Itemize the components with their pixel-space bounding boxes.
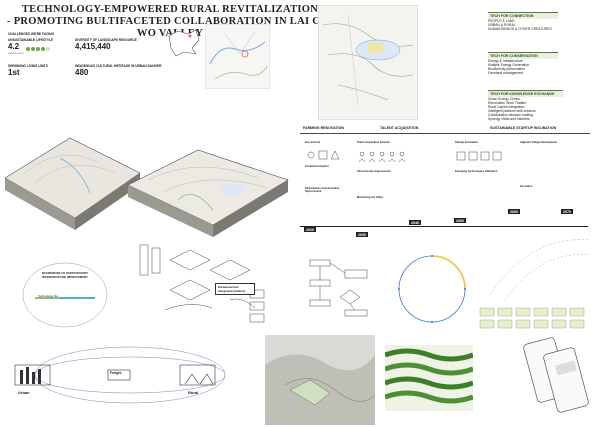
list-item: Biodiversity preservation (488, 67, 525, 71)
stat-value: 4,415,440 (75, 42, 111, 51)
stat-value: 1st (8, 68, 20, 77)
list-item: URBAN & RURAL (488, 23, 516, 27)
urban-label: Urban (18, 390, 30, 395)
dot-icon (26, 47, 30, 51)
tech-connection-box: TECH FOR CONNECTION PEOPLE & LAND URBAN … (488, 12, 558, 31)
phase1-item: Participatory Interdiscipline Improvemen… (305, 187, 340, 193)
phase3-item: Startup Incubation (455, 141, 478, 144)
list-item: Renovation Work Tradies (488, 101, 527, 105)
framework-heading: FRAMEWORK OF PARTICIPATORY INTERDISCIPLI… (41, 271, 89, 279)
aerial-site-map (318, 5, 418, 120)
dot-icon (31, 47, 35, 51)
list-item: Multiple Energy Generation (488, 63, 530, 67)
technology-label: Technology Ne... (38, 294, 61, 298)
list-item: Rural Capital Integration (488, 105, 525, 109)
year-marker: 2020 (304, 227, 316, 232)
terrain-model-right (127, 149, 289, 237)
startup-icons (456, 151, 502, 161)
list-item: Intelligent platform with creators (488, 109, 536, 113)
flow-diagram (309, 259, 368, 317)
building-fan-diagram (479, 239, 591, 329)
phase1-item: Farmland Adoption (305, 165, 329, 168)
platform-diagram (139, 244, 265, 323)
stat-living-units: SHRINKING LIVING UNITS 1st (8, 64, 48, 77)
tech-connection-heading: TECH FOR CONNECTION (488, 13, 558, 19)
phase3-item: Ecovation (520, 185, 533, 188)
phase-label: TALENT ACQUISITION (380, 126, 419, 130)
phase1-item: Eco-tourism (305, 141, 321, 144)
rural-label: Rural (188, 390, 199, 395)
district-map (205, 24, 270, 89)
terrain-photo (265, 335, 375, 425)
list-item: Urban Energy Clinics (488, 97, 520, 101)
list-item: PEOPLE & LAND (488, 19, 515, 23)
list-item: Synergy Villas and Hamlets (488, 117, 530, 121)
dot-icon (46, 47, 50, 51)
hk-location-map (168, 29, 200, 57)
freight-label: Freight (110, 371, 122, 375)
timeline-axis (300, 226, 588, 228)
phase3-item: Emerging Technologies Utilization (455, 170, 498, 173)
phase-label: SUSTAINABLE STARTUP INCUBATION (490, 126, 557, 130)
title-line-1: TECHNOLOGY-EMPOWERED RURAL REVITALIZATIO… (21, 4, 319, 15)
stat-label: INDIGENOUS CULTURAL HERITAGE IN URBAN DA… (75, 64, 162, 68)
list-item: Farmland management (488, 71, 524, 75)
stat-value: 480 (75, 68, 89, 77)
stat-value: 4.2 (8, 42, 20, 51)
year-marker: 2060 (508, 209, 520, 214)
challenges-panel: CHALLENGES WE'RE FACING (8, 32, 158, 36)
cycle-diagram (398, 255, 466, 323)
dot-icon (36, 47, 40, 51)
tech-knowledge-box: TECH FOR KNOWLEDGE EXCHANGE Urban Energy… (488, 90, 563, 121)
phase2-item: Monitoring the Valley (357, 196, 384, 199)
phase2-item: Infrastructure Improvement (357, 170, 391, 173)
phone-app-mockup (523, 337, 589, 413)
tech-knowledge-heading: TECH FOR KNOWLEDGE EXCHANGE (488, 91, 563, 97)
stat-label: SHRINKING LIVING UNITS (8, 64, 48, 68)
tech-conservation-heading: TECH FOR CONSERVATION (488, 53, 558, 59)
page-title: TECHNOLOGY-EMPOWERED RURAL REVITALIZATIO… (0, 4, 340, 40)
stat-heritage: INDIGENOUS CULTURAL HERITAGE IN URBAN DA… (75, 64, 161, 77)
phase3-item: Adjacent Village Development (520, 141, 557, 144)
talent-icons (358, 151, 406, 163)
eco-tourism-icons (307, 150, 340, 160)
title-line-2: - PROMOTING BULTIFACETED COLLABORATION I… (6, 16, 334, 39)
green-terrace-render (385, 345, 473, 411)
phase-label: FARMING RENOVATION (303, 126, 344, 130)
stat-landscape: DIVERSITY OF LANDSCAPE RESOURCE 4,415,44… (75, 38, 137, 51)
urban-rural-diagram (14, 346, 226, 404)
platform-node: Parameterized Integrated platform (215, 283, 255, 295)
year-marker: 2030 (356, 232, 368, 237)
rating-dots (26, 47, 50, 51)
list-item: HUMAN BEINGS & OTHER CREATURES (488, 27, 552, 31)
year-marker: 2050 (454, 218, 466, 223)
challenges-heading: CHALLENGES WE'RE FACING (8, 32, 55, 36)
list-item: Collaborative decision making (488, 113, 534, 117)
phase-divider (300, 133, 590, 134)
tech-conservation-box: TECH FOR CONSERVATION Energy & Infrastru… (488, 52, 558, 75)
phase2-item: Talent Acquisition Scheme (357, 141, 390, 144)
dot-icon (41, 47, 45, 51)
list-item: Energy & Infrastructure (488, 59, 523, 63)
stat-lifestyle: UNSUSTAINABLE LIFESTYLE 4.2 ▪▪▪▪▪▪▪▪▪▪▪▪… (8, 38, 68, 55)
stat-label: DIVERSITY OF LANDSCAPE RESOURCE (75, 38, 137, 42)
year-marker: 2040 (409, 220, 421, 225)
year-marker: 2070 (561, 209, 573, 214)
stat-label: UNSUSTAINABLE LIFESTYLE (8, 38, 54, 42)
framework-diagram (22, 262, 108, 328)
terrain-model-left (4, 137, 141, 230)
